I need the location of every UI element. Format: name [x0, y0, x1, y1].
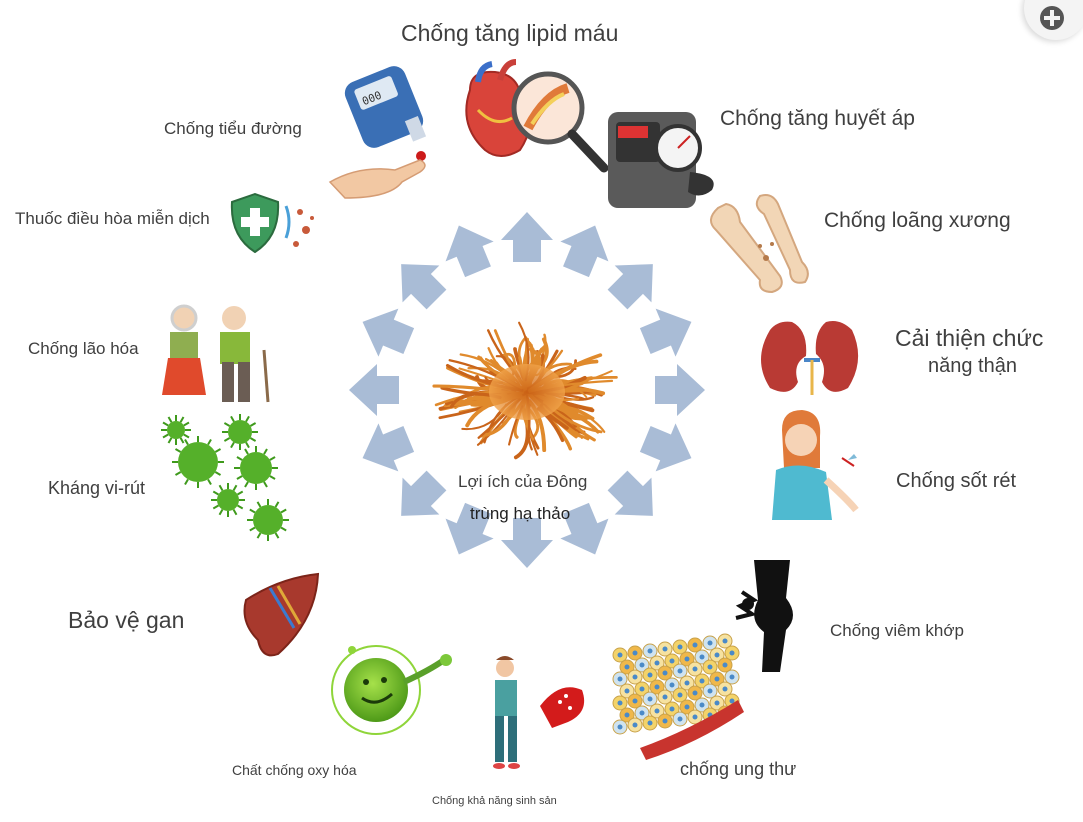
elderly-couple-icon [162, 304, 270, 403]
cordyceps-icon [432, 321, 618, 460]
ring-arrow [349, 364, 399, 416]
ring-arrow [560, 225, 609, 278]
label-kidney-line1: Cải thiện chức [895, 325, 1044, 351]
ring-arrow [501, 518, 553, 568]
kidney-icon [761, 321, 859, 395]
label-kidney-line2: năng thận [928, 355, 1017, 377]
shield-icon [230, 192, 314, 254]
ring-arrow [639, 423, 692, 472]
ring-arrow [445, 502, 494, 555]
label-antioxidant: Chất chống oxy hóa [232, 762, 357, 778]
label-lipid: Chống tăng lipid máu [401, 20, 619, 46]
ring-arrow [362, 423, 415, 472]
label-liver: Bảo vệ gan [68, 607, 185, 633]
label-antiviral: Kháng vi-rút [48, 478, 146, 498]
label-diabetes: Chống tiểu đường [164, 119, 302, 138]
ring-arrow [445, 225, 494, 278]
magnifier-icon [511, 71, 609, 173]
arrow-ring [349, 212, 705, 568]
label-osteoporosis: Chống loãng xương [824, 209, 1011, 232]
ring-arrow [639, 308, 692, 357]
ring-arrow [501, 212, 553, 262]
antioxidant-icon [331, 645, 452, 735]
knee-joint-icon [735, 560, 793, 672]
ring-arrow [362, 308, 415, 357]
bone-icon [710, 194, 809, 294]
ring-arrow [401, 264, 447, 310]
center-title-line2: trùng hạ thảo [470, 504, 571, 523]
sick-girl-icon [772, 410, 859, 520]
liver-icon [243, 572, 320, 657]
ring-arrow [401, 470, 447, 516]
man-icon [493, 656, 585, 769]
ring-arrow [655, 364, 705, 416]
ring-arrow [607, 470, 653, 516]
virus-icon [161, 414, 289, 541]
ring-arrow [560, 502, 609, 555]
zoom-icon [1040, 6, 1064, 30]
label-arthritis: Chống viêm khớp [830, 621, 964, 640]
label-immune: Thuốc điều hòa miễn dịch [15, 209, 210, 228]
label-fertility: Chống khả năng sinh sản [432, 795, 557, 807]
label-blood-pressure: Chống tăng huyết áp [720, 107, 915, 130]
blood-pressure-icon [608, 112, 714, 208]
label-malaria: Chống sốt rét [896, 470, 1017, 492]
center-title-line1: Lợi ích của Đông [458, 472, 588, 491]
cancer-cells-icon [612, 633, 744, 760]
label-aging: Chống lão hóa [28, 339, 139, 358]
ring-arrow [607, 264, 653, 310]
label-cancer: chống ung thư [680, 759, 797, 779]
glucometer-icon: 000 [328, 66, 427, 199]
